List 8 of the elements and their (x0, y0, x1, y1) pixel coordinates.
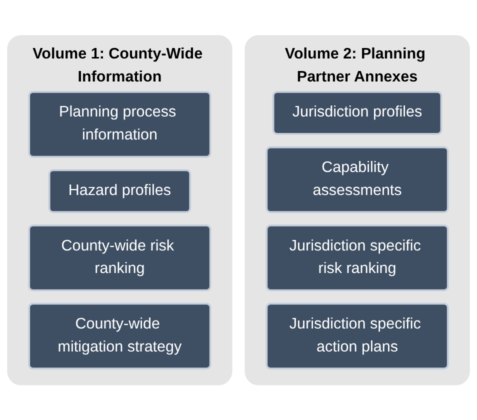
node-box: Capability assessments (266, 146, 449, 213)
node-box: Hazard profiles (48, 168, 192, 213)
node-box: Planning process information (28, 90, 212, 158)
node-box: County-wide risk ranking (28, 224, 212, 292)
node-box: Jurisdiction specific action plans (266, 302, 449, 370)
node-box: Jurisdiction profiles (272, 90, 442, 135)
node-box: County-wide mitigation strategy (28, 302, 212, 370)
node-box: Jurisdiction specific risk ranking (266, 224, 449, 292)
